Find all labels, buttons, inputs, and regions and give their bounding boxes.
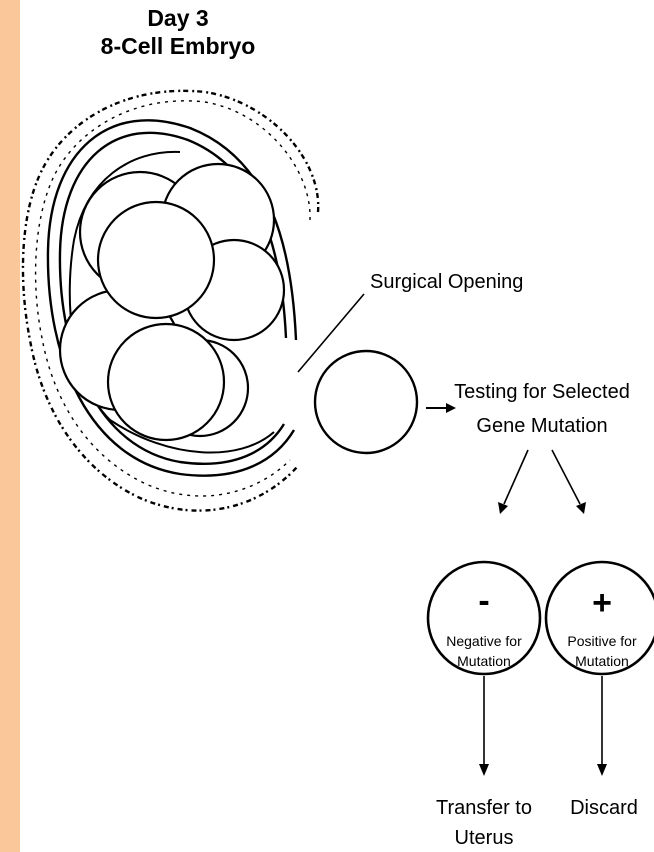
cell-7: [106, 322, 226, 442]
positive-sign: +: [592, 584, 612, 622]
arrow-to-discard: [597, 676, 607, 776]
title-embryo: 8-Cell Embryo: [101, 33, 256, 59]
arrow-to-negative: [498, 449, 529, 514]
title-day: Day 3: [147, 5, 208, 31]
pgd-diagram: Day 3 8-Cell Embryo Surgical Opening Tes…: [21, 5, 654, 849]
biopsied-cell: [313, 349, 419, 455]
arrow-to-positive: [551, 449, 586, 514]
embryo: [21, 89, 320, 512]
pointer-surgical-opening: [297, 293, 365, 373]
label-testing-line1: Testing for Selected: [454, 381, 630, 403]
outcome-transfer-line1: Transfer to: [436, 797, 532, 819]
zona-outer-rough-2: [34, 100, 311, 497]
label-testing-line2: Gene Mutation: [476, 415, 607, 437]
diagram-canvas: Day 3 8-Cell Embryo Surgical Opening Tes…: [20, 0, 654, 852]
positive-line2: Mutation: [575, 653, 629, 669]
positive-line1: Positive for: [567, 633, 637, 649]
outcome-transfer-line2: Uterus: [455, 827, 514, 849]
label-surgical-opening: Surgical Opening: [370, 271, 523, 293]
positive-result: + Positive for Mutation: [544, 560, 654, 676]
negative-sign: -: [478, 582, 489, 620]
arrow-to-testing: [426, 403, 456, 413]
cell-6: [96, 200, 216, 320]
negative-line2: Mutation: [457, 653, 511, 669]
arrow-to-transfer: [479, 676, 489, 776]
outcome-discard: Discard: [570, 797, 638, 819]
negative-result: - Negative for Mutation: [426, 560, 542, 676]
negative-line1: Negative for: [446, 633, 522, 649]
